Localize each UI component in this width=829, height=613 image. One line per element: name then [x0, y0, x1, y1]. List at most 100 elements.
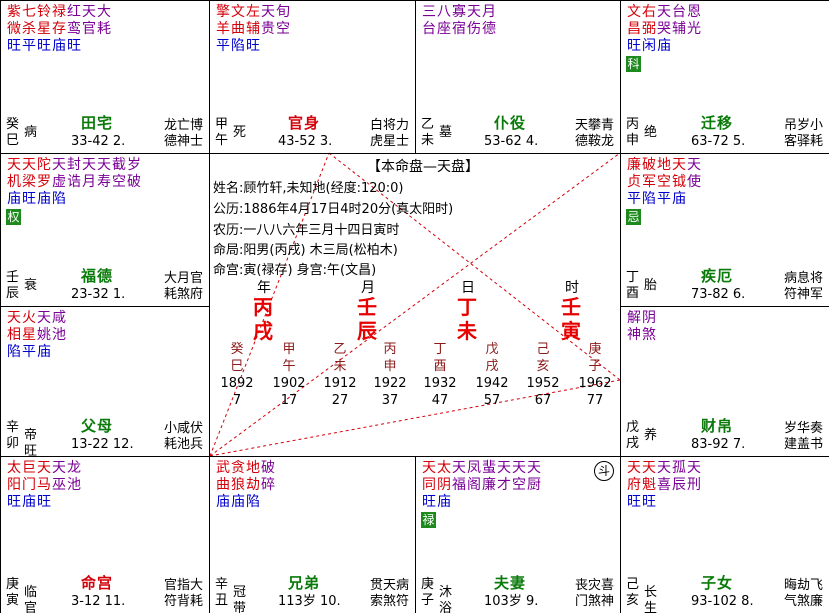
pillar-month-stem: 壬	[357, 295, 377, 319]
sihua-badge: 忌	[626, 209, 641, 225]
palace-side-stars: 白将力	[369, 118, 409, 133]
changsheng-label: 衰	[24, 278, 38, 293]
star-char: 台	[672, 4, 686, 20]
star-char: 铃	[37, 4, 51, 20]
star-row-bottom: 同阴福阁廉才空厨	[421, 477, 541, 494]
star-char: 天	[527, 460, 541, 476]
palace-side-stars: 贯天病	[369, 578, 409, 593]
brightness-row: 旺平旺庙旺	[7, 38, 81, 54]
star-char: 天	[52, 157, 66, 173]
brightness-row: 庙旺庙陷	[7, 191, 66, 207]
star-char: 陀	[37, 157, 51, 173]
palace-name[interactable]: 父母	[81, 417, 114, 435]
dou-circle-icon: 斗	[594, 461, 614, 481]
palace-name[interactable]: 官身	[288, 114, 321, 132]
palace-age-range: 83-92 7.	[691, 437, 746, 452]
palace-side-stars: 吊岁小	[783, 118, 823, 133]
info-gong: 命宫:寅(禄存) 身宫:午(文昌)	[213, 263, 377, 278]
star-char: 天	[687, 157, 701, 173]
star-char: 空	[112, 174, 126, 190]
star-char: 太	[437, 460, 451, 476]
star-char: 府	[627, 477, 641, 493]
palace-name[interactable]: 疾厄	[701, 267, 734, 285]
info-ju: 命局:阳男(丙戌) 木三局(松柏木)	[213, 243, 398, 258]
sihua-badge: 科	[626, 56, 641, 72]
star-char: 姚	[37, 327, 51, 343]
star-char: 武	[216, 460, 230, 476]
star-char: 月	[82, 174, 96, 190]
palace-name[interactable]: 财帛	[701, 417, 734, 435]
star-row-bottom: 贞军空钺使	[626, 174, 701, 191]
palace-side-stars: 病息将	[783, 271, 823, 286]
star-char: 地	[246, 460, 260, 476]
palace-side-stars-2: 客驿耗	[783, 134, 823, 149]
star-char: 伤	[467, 21, 481, 37]
pillar-day-stem: 丁	[457, 295, 477, 319]
star-char: 月	[482, 4, 496, 20]
star-char: 空	[512, 477, 526, 493]
palace-name[interactable]: 田宅	[81, 114, 114, 132]
palace-age-range: 33-42 2.	[71, 134, 126, 149]
palace-name[interactable]: 夫妻	[494, 574, 527, 592]
palace-ganzhi: 戊戌养	[626, 420, 658, 451]
star-char: 天	[97, 157, 111, 173]
star-char: 天	[52, 460, 66, 476]
star-char: 破	[127, 174, 141, 190]
star-row-bottom: 昌弼哭辅光	[626, 21, 701, 38]
star-char: 星	[37, 21, 51, 37]
palace-name[interactable]: 子女	[701, 574, 734, 592]
palace-age-range: 93-102 8.	[691, 594, 754, 609]
star-char: 羊	[216, 21, 230, 37]
palace-side-stars-2: 索煞符	[369, 594, 409, 609]
palace-age-range: 3-12 11.	[71, 594, 126, 609]
palace-name[interactable]: 兄弟	[288, 574, 321, 592]
palace-name[interactable]: 仆役	[494, 114, 527, 132]
palace-age-range: 63-72 5.	[691, 134, 746, 149]
star-char: 相	[7, 327, 21, 343]
star-char: 天	[7, 157, 21, 173]
star-char: 封	[67, 157, 81, 173]
star-row-top: 武贪地破	[215, 460, 275, 477]
star-char: 旬	[276, 4, 290, 20]
palace-name[interactable]: 迁移	[701, 114, 734, 132]
star-char: 天	[422, 460, 436, 476]
star-row-top: 解阴	[626, 310, 656, 327]
changsheng-label: 冠带	[233, 585, 247, 613]
center-panel: 【本命盘—天盘】 姓名:顾竹轩,未知地(经度:120:0) 公历:1886年4月…	[209, 153, 620, 456]
brightness-row: 旺闲庙	[627, 38, 671, 54]
star-char: 岁	[127, 157, 141, 173]
pillar-day-branch: 未	[457, 319, 477, 343]
star-row-bottom: 神煞	[626, 327, 656, 344]
star-char: 福	[452, 477, 466, 493]
star-char: 大	[97, 4, 111, 20]
star-char: 贞	[627, 174, 641, 190]
palace-side-stars-2: 耗池兵	[163, 437, 203, 452]
star-row-top: 廉破地天天	[626, 157, 701, 174]
star-char: 孤	[672, 460, 686, 476]
changsheng-label: 帝旺	[24, 428, 38, 457]
star-row-bottom: 曲狼劫碎	[215, 477, 275, 494]
brightness-row: 平陷平庙	[627, 191, 686, 207]
star-row-top: 天太天凤蜚天天天	[421, 460, 541, 477]
palace-name[interactable]: 福德	[81, 267, 114, 285]
star-char: 阴	[437, 477, 451, 493]
star-char: 才	[497, 477, 511, 493]
star-char: 虚	[52, 174, 66, 190]
palace-name[interactable]: 命宫	[81, 574, 114, 592]
palace-age-range: 43-52 3.	[278, 134, 333, 149]
